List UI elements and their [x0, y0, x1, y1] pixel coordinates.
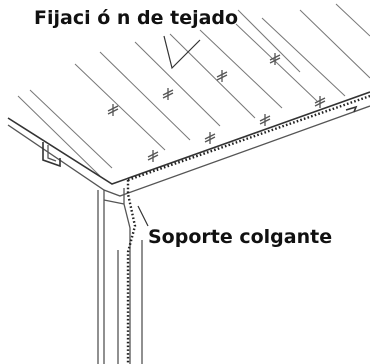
roof-fixing-stems [112, 53, 321, 162]
dotted-cable [126, 94, 370, 364]
hanging-support-label: Soporte colgante [148, 226, 333, 248]
roof-fixing-label: Fijaci ó n de tejado [34, 7, 239, 29]
fixing-clip-marks [107, 54, 326, 161]
gutter-bracket [42, 142, 61, 168]
hanging-support-pointer [137, 205, 149, 227]
roof-slab-edge [7, 91, 370, 205]
roof-fixing-pointers [163, 35, 201, 70]
edge-bracket [345, 105, 358, 113]
wall-downpipe [97, 188, 143, 364]
roof-panel-lines [17, 3, 370, 177]
